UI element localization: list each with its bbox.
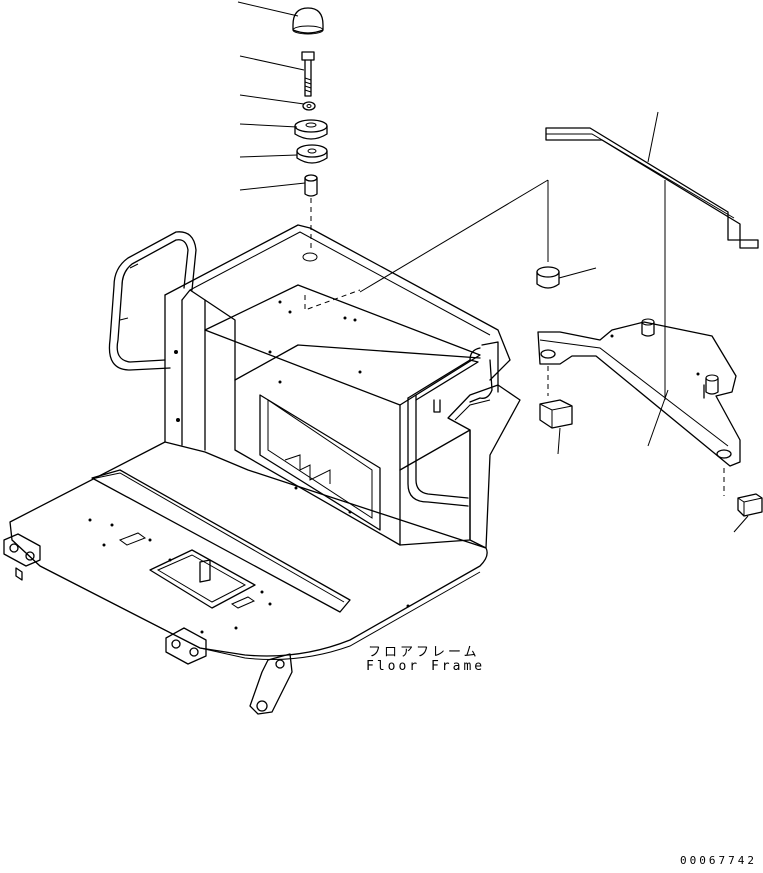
part-collar	[304, 174, 318, 197]
hinge-bracket-left	[3, 533, 41, 581]
part-washer	[302, 101, 316, 111]
drawing-number: 00067742	[680, 854, 757, 867]
right-side-panel	[447, 384, 521, 549]
floor-plate	[9, 441, 488, 660]
part-bolt	[301, 51, 315, 97]
hinge-bracket-front	[165, 627, 207, 665]
handrail-left	[108, 231, 197, 371]
handrail-right	[407, 341, 499, 507]
floor-frame-label-english: Floor Frame	[366, 659, 486, 674]
pedal-link-arm	[249, 653, 293, 715]
part-mount-upper	[294, 119, 328, 140]
rubber-pad-left	[539, 399, 573, 429]
rubber-pad-right	[737, 493, 763, 517]
stepped-bar	[545, 127, 759, 249]
part-cap	[292, 7, 324, 35]
rubber-mount	[536, 266, 560, 289]
floor-frame-label-japanese: フロアフレーム	[368, 645, 480, 660]
bracket-plate	[537, 318, 741, 467]
part-mount-lower	[296, 144, 328, 164]
